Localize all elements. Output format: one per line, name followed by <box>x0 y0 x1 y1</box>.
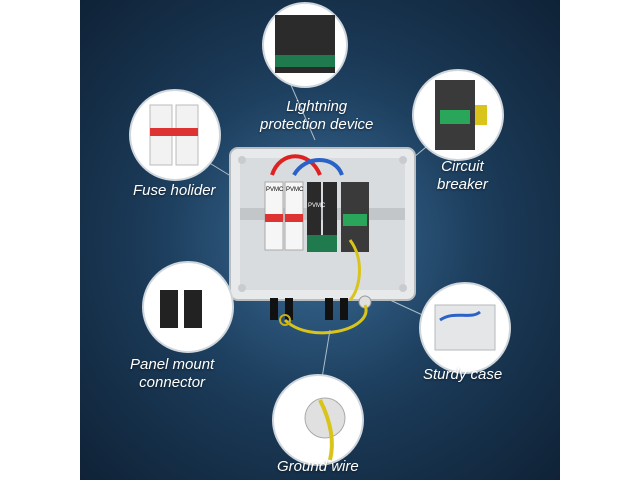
fuse-brand-2: PVMC <box>286 187 304 193</box>
fuse-brand-1: PVMC <box>266 187 284 193</box>
combiner-box-illustration <box>110 2 530 466</box>
label-lightning: Lightning protection device <box>260 98 373 134</box>
callout-lightning <box>262 2 348 88</box>
label-lightning-line1: Lightning <box>286 98 348 115</box>
label-fuse-line1: Fuse holider <box>133 182 216 199</box>
callout-breaker <box>412 69 504 161</box>
label-fuse: Fuse holider <box>133 182 216 200</box>
spd-brand: PVMC <box>308 203 326 209</box>
label-lightning-line2: protection device <box>260 116 374 133</box>
dark-blue-background: Lightning protection device Fuse holider… <box>80 0 560 480</box>
label-connector: Panel mount connector <box>130 356 214 392</box>
callout-ground <box>272 374 364 466</box>
fuse-holders <box>264 181 304 251</box>
label-breaker-line2: breaker <box>437 176 488 193</box>
label-breaker: Circuit breaker <box>437 158 488 194</box>
label-case: Sturdy case <box>423 366 502 384</box>
combiner-box <box>229 147 416 335</box>
label-breaker-line1: Circuit <box>441 158 484 175</box>
panel-connectors <box>270 295 372 320</box>
breaker <box>341 182 369 252</box>
label-case-line1: Sturdy case <box>423 366 503 383</box>
callout-case <box>419 282 511 374</box>
surge-protectors <box>307 182 337 252</box>
callout-fuse <box>129 89 221 181</box>
label-ground: Ground wire <box>277 458 359 476</box>
callout-connector <box>142 261 234 353</box>
label-connector-line1: Panel mount <box>130 356 215 373</box>
label-connector-line2: connector <box>139 374 206 391</box>
label-ground-line1: Ground wire <box>277 458 359 475</box>
